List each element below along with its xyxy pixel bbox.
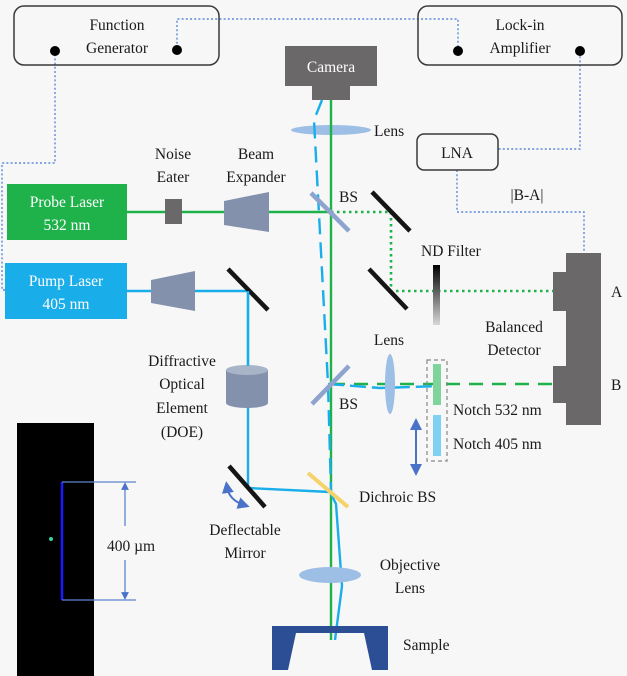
detector-port-a: A	[611, 284, 623, 301]
noise-eater-line1: Noise	[155, 146, 191, 163]
mirror-ref-1	[370, 190, 412, 233]
doe-line2: Optical	[159, 376, 205, 393]
scale-label: 400 µm	[107, 538, 155, 555]
beam-expander-pump	[151, 271, 195, 311]
lna-label: LNA	[441, 145, 474, 162]
deflectable-mirror-line2: Mirror	[224, 545, 266, 562]
beam-splitter-top	[309, 191, 351, 233]
signal-diff-label: |B-A|	[511, 187, 544, 204]
reference-beam-dotted	[331, 210, 553, 293]
deflectable-mirror-line1: Deflectable	[209, 522, 281, 539]
dichroic-beam-splitter	[306, 471, 350, 509]
pump-return-horizontal	[327, 382, 441, 390]
pump-laser: Pump Laser 405 nm	[5, 263, 127, 319]
balanced-detector: A B	[553, 253, 623, 425]
inset-camera-image: 400 µm	[17, 423, 155, 676]
notch-532-filter	[433, 364, 441, 405]
noise-eater-line2: Eater	[157, 169, 191, 186]
lens-top-label: Lens	[374, 123, 404, 140]
signal-wiring	[1, 18, 585, 291]
nd-filter	[433, 265, 440, 325]
lens-mid-label: Lens	[374, 332, 404, 349]
bs-top-label: BS	[339, 189, 358, 206]
mirror-pump	[226, 267, 270, 312]
camera-label: Camera	[307, 59, 355, 76]
lens-mid	[385, 354, 395, 414]
lockin-amplifier: Lock-in Amplifier	[417, 5, 623, 66]
noise-eater	[165, 199, 182, 224]
lockin-port-right	[575, 46, 585, 56]
function-generator-line2: Generator	[86, 40, 149, 57]
wire-fg-to-lockin	[176, 18, 459, 48]
wire-fg-to-pump	[1, 50, 56, 291]
mirrors	[226, 190, 412, 509]
detector-port-b: B	[611, 377, 621, 394]
bs-mid-label: BS	[339, 396, 358, 413]
doe-line3: Element	[156, 400, 208, 417]
dichroic-bs-label: Dichroic BS	[359, 489, 436, 506]
wire-lockin-to-lna	[498, 52, 581, 150]
wire-lna-to-detector	[456, 170, 585, 254]
notch-532-label: Notch 532 nm	[453, 402, 542, 419]
objective-lens	[299, 567, 361, 583]
fg-port-right	[172, 45, 182, 55]
pump-laser-line2: 405 nm	[43, 296, 90, 313]
camera: Camera	[285, 46, 377, 100]
probe-laser: Probe Laser 532 nm	[7, 184, 127, 240]
inset-spot	[49, 537, 53, 541]
mirror-rotate-arrow[interactable]	[221, 481, 250, 509]
doe-line4: (DOE)	[161, 424, 203, 441]
pump-laser-line1: Pump Laser	[29, 273, 104, 290]
lockin-port-left	[453, 46, 463, 56]
beam-expander-line1: Beam	[238, 146, 274, 163]
sample-label: Sample	[403, 637, 450, 654]
doe	[226, 365, 268, 408]
function-generator: Function Generator	[13, 5, 220, 66]
beam-expander-probe	[224, 192, 269, 232]
sample	[272, 626, 388, 670]
beam-splitter-mid	[310, 364, 351, 406]
lockin-line2: Amplifier	[489, 40, 551, 57]
objective-lens-line2: Lens	[395, 580, 425, 597]
mirror-ref-2	[367, 267, 409, 311]
objective-lens-line1: Objective	[380, 557, 440, 574]
notch-405-filter	[433, 415, 441, 456]
fg-port-left	[50, 46, 60, 56]
lockin-line1: Lock-in	[495, 17, 544, 34]
nd-filter-label: ND Filter	[421, 243, 482, 260]
notch-filter-holder	[426, 359, 448, 462]
probe-laser-line1: Probe Laser	[30, 194, 105, 211]
balanced-detector-line2: Detector	[487, 342, 541, 359]
pump-beam	[127, 289, 344, 641]
function-generator-line1: Function	[89, 17, 144, 34]
balanced-detector-line1: Balanced	[485, 319, 543, 336]
beam-expander-line2: Expander	[226, 169, 286, 186]
doe-line1: Diffractive	[148, 353, 216, 370]
lna: LNA	[416, 133, 499, 171]
notch-405-label: Notch 405 nm	[453, 436, 542, 453]
pump-return-dashed	[312, 99, 333, 493]
probe-laser-line2: 532 nm	[44, 217, 91, 234]
